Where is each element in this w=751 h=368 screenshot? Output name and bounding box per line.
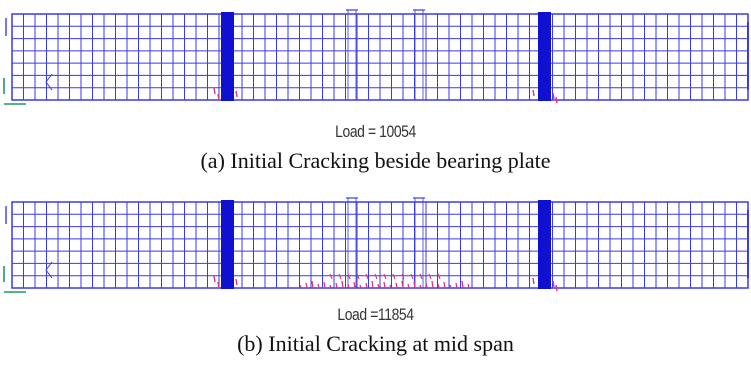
load-label-a: Load = 10054 [335, 122, 416, 141]
crack-mark [374, 273, 378, 280]
crack-mark [317, 283, 320, 289]
crack-mark [555, 96, 558, 104]
support-glyph [45, 261, 53, 279]
crack-mark [353, 281, 356, 289]
bearing-plate [221, 12, 234, 101]
crack-mark [532, 277, 535, 285]
crack-mark [449, 284, 452, 289]
crack-mark [555, 284, 558, 292]
crack-mark [335, 282, 338, 289]
crack-mark [213, 275, 216, 283]
crack-mark [359, 284, 362, 289]
crack-mark [410, 273, 414, 280]
crack-mark [235, 90, 238, 98]
crack-mark [392, 273, 396, 280]
crack-mark [356, 273, 360, 280]
crack-mark [217, 93, 220, 101]
crack-mark [552, 92, 555, 100]
crack-mark [365, 282, 368, 289]
crack-mark [461, 280, 464, 289]
beam-mesh-b [3, 197, 749, 293]
crack-mark [329, 284, 332, 289]
crack-mark [341, 280, 344, 289]
crack-mark [383, 273, 387, 280]
crack-mark [419, 273, 423, 280]
crack-mark [443, 281, 446, 289]
crack-mark [552, 280, 555, 288]
bearing-plate [538, 200, 551, 289]
crack-mark [455, 282, 458, 289]
crack-mark [437, 283, 440, 289]
crack-mark [329, 273, 333, 280]
support-glyph [45, 73, 53, 91]
crack-mark [383, 281, 386, 289]
crack-mark [395, 282, 398, 289]
load-label-b: Load =11854 [337, 305, 414, 324]
beam-mesh-a [3, 9, 749, 105]
crack-mark [347, 283, 350, 289]
crack-mark [371, 280, 374, 289]
crack-mark [347, 273, 351, 280]
crack-mark [413, 281, 416, 289]
caption-a: (a) Initial Cracking beside bearing plat… [200, 148, 551, 173]
crack-mark [532, 89, 535, 97]
crack-mark [217, 281, 220, 289]
crack-mark [401, 280, 404, 289]
crack-mark [467, 283, 470, 289]
bearing-plate [538, 12, 551, 101]
crack-mark [437, 273, 441, 280]
crack-mark [235, 278, 238, 286]
crack-mark [338, 273, 342, 280]
crack-mark [311, 280, 314, 289]
bearing-plate [221, 200, 234, 289]
crack-mark [428, 273, 432, 280]
crack-mark [425, 282, 428, 289]
crack-mark [401, 273, 405, 280]
crack-mark [305, 282, 308, 289]
crack-mark [419, 284, 422, 289]
crack-mark [365, 273, 369, 280]
crack-mark [389, 284, 392, 289]
crack-mark [323, 281, 326, 289]
crack-mark [431, 280, 434, 289]
caption-b: (b) Initial Cracking at mid span [237, 331, 514, 356]
crack-mark [407, 283, 410, 289]
crack-mark [213, 87, 216, 95]
crack-mark [299, 284, 302, 289]
crack-mark [377, 283, 380, 289]
